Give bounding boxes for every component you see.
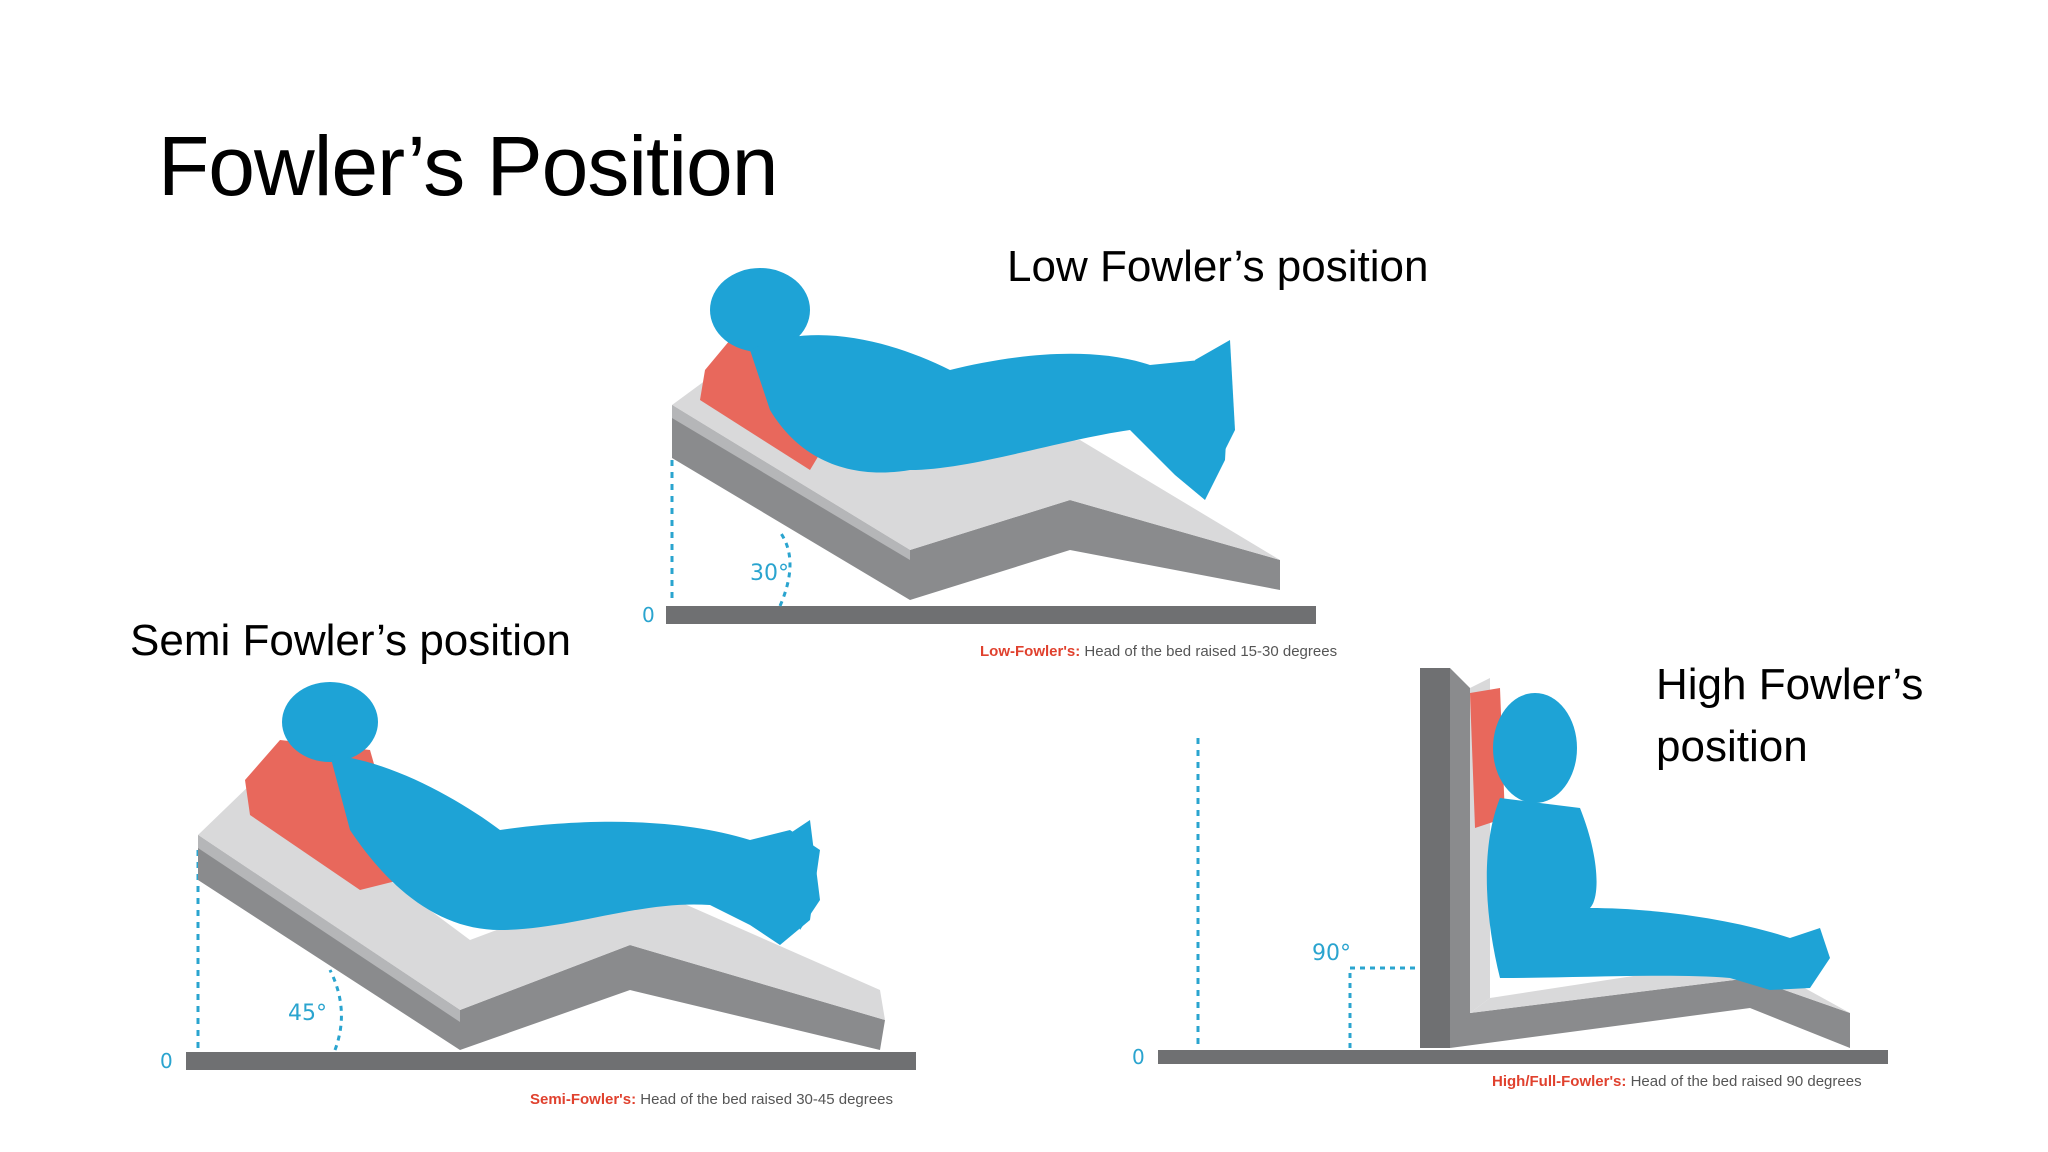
caption-semi-fowler: Semi Fowler’s position <box>130 610 571 672</box>
zero-label: 0 <box>160 1049 173 1073</box>
note-label: Low-Fowler's: <box>980 643 1080 660</box>
floor-line <box>1158 1050 1888 1064</box>
angle-label: 90° <box>1312 941 1351 966</box>
backrest-front <box>1450 668 1470 1048</box>
zero-label: 0 <box>1132 1045 1145 1069</box>
svg-text:Semi-Fowler's: Head of the bed: Semi-Fowler's: Head of the bed raised 30… <box>530 1091 893 1108</box>
note-label: Semi-Fowler's: <box>530 1091 636 1108</box>
note-text: Head of the bed raised 30-45 degrees <box>636 1091 893 1108</box>
patient-body <box>1487 693 1830 990</box>
angle-label: 30° <box>750 561 789 586</box>
note-text: Head of the bed raised 15-30 degrees <box>1080 643 1337 660</box>
zero-label: 0 <box>642 603 655 627</box>
note-text: Head of the bed raised 90 degrees <box>1626 1073 1861 1090</box>
right-angle-guide <box>1350 968 1420 1048</box>
svg-text:Low-Fowler's: Head of the bed: Low-Fowler's: Head of the bed raised 15-… <box>980 643 1337 660</box>
angle-label: 45° <box>288 1001 327 1026</box>
floor-line <box>666 606 1316 624</box>
backrest-side <box>1420 668 1450 1048</box>
low-fowler-illustration: 30° 0 Low-Fowler's: Head of the bed rais… <box>630 260 1330 670</box>
high-fowler-illustration: 90° 0 High/Full-Fowler's: Head of the be… <box>1130 668 1900 1098</box>
floor-line <box>186 1052 916 1070</box>
slide-title: Fowler’s Position <box>158 118 777 215</box>
semi-fowler-illustration: 45° 0 Semi-Fowler's: Head of the bed rai… <box>150 690 930 1110</box>
note-label: High/Full-Fowler's: <box>1492 1073 1626 1090</box>
svg-text:High/Full-Fowler's: Head of th: High/Full-Fowler's: Head of the bed rais… <box>1492 1073 1862 1090</box>
angle-arc <box>330 970 341 1050</box>
